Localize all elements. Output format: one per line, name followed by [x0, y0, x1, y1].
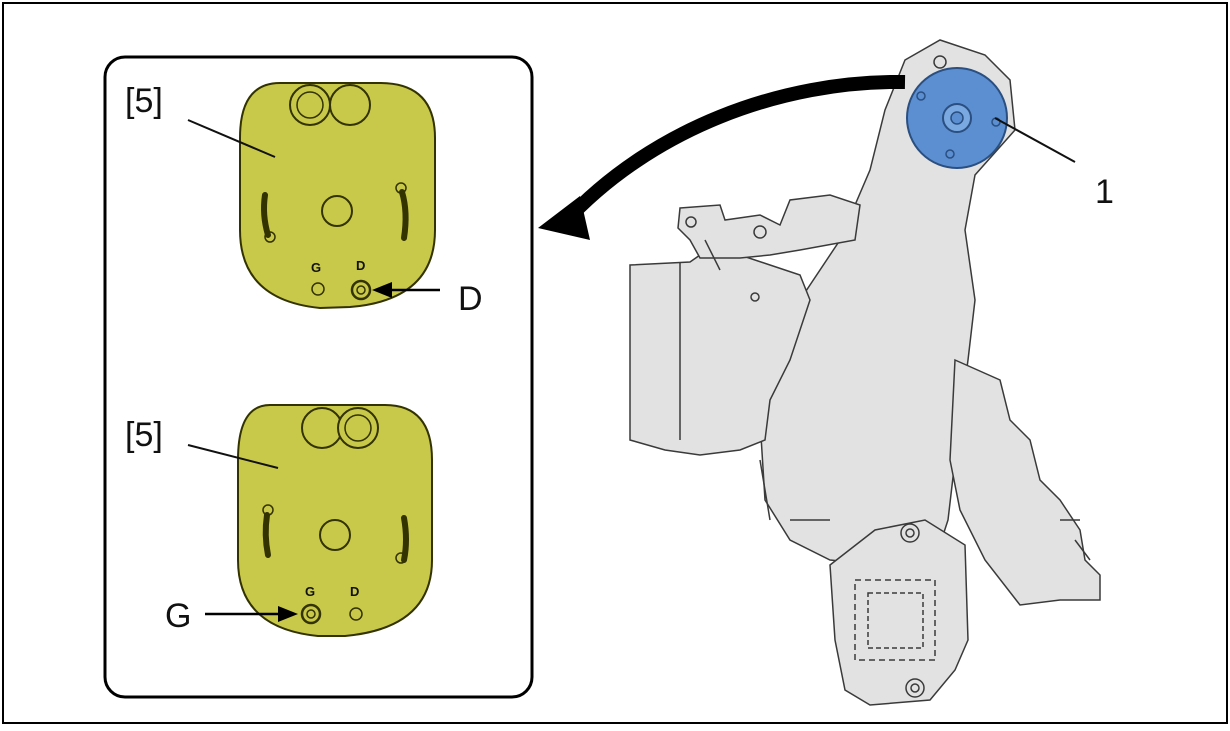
top-gear-mark-d: D [356, 258, 365, 273]
bottom-gear-callout: [5] [125, 416, 163, 454]
motor-part-1 [906, 67, 1008, 169]
right-arrow-icon [205, 606, 298, 622]
bottom-gear-plate [237, 404, 433, 637]
curved-arrow-icon [538, 74, 906, 240]
top-gear-plate [239, 82, 436, 310]
right-arrow-icon [372, 282, 440, 298]
top-gear-callout: [5] [125, 82, 163, 120]
housing-details [679, 55, 1091, 698]
bottom-gear-mark-d: D [350, 584, 359, 599]
leader-line-bottom-gear [187, 444, 279, 469]
bottom-pointer-letter: G [165, 597, 191, 635]
bottom-gear-mark-g: G [305, 584, 315, 599]
leader-line-part-1 [994, 117, 1076, 163]
actuator-housing [629, 39, 1101, 706]
part-number-label: 1 [1095, 173, 1114, 211]
top-pointer-letter: D [458, 280, 483, 318]
top-gear-mark-g: G [311, 260, 321, 275]
leader-line-top-gear [187, 119, 276, 158]
